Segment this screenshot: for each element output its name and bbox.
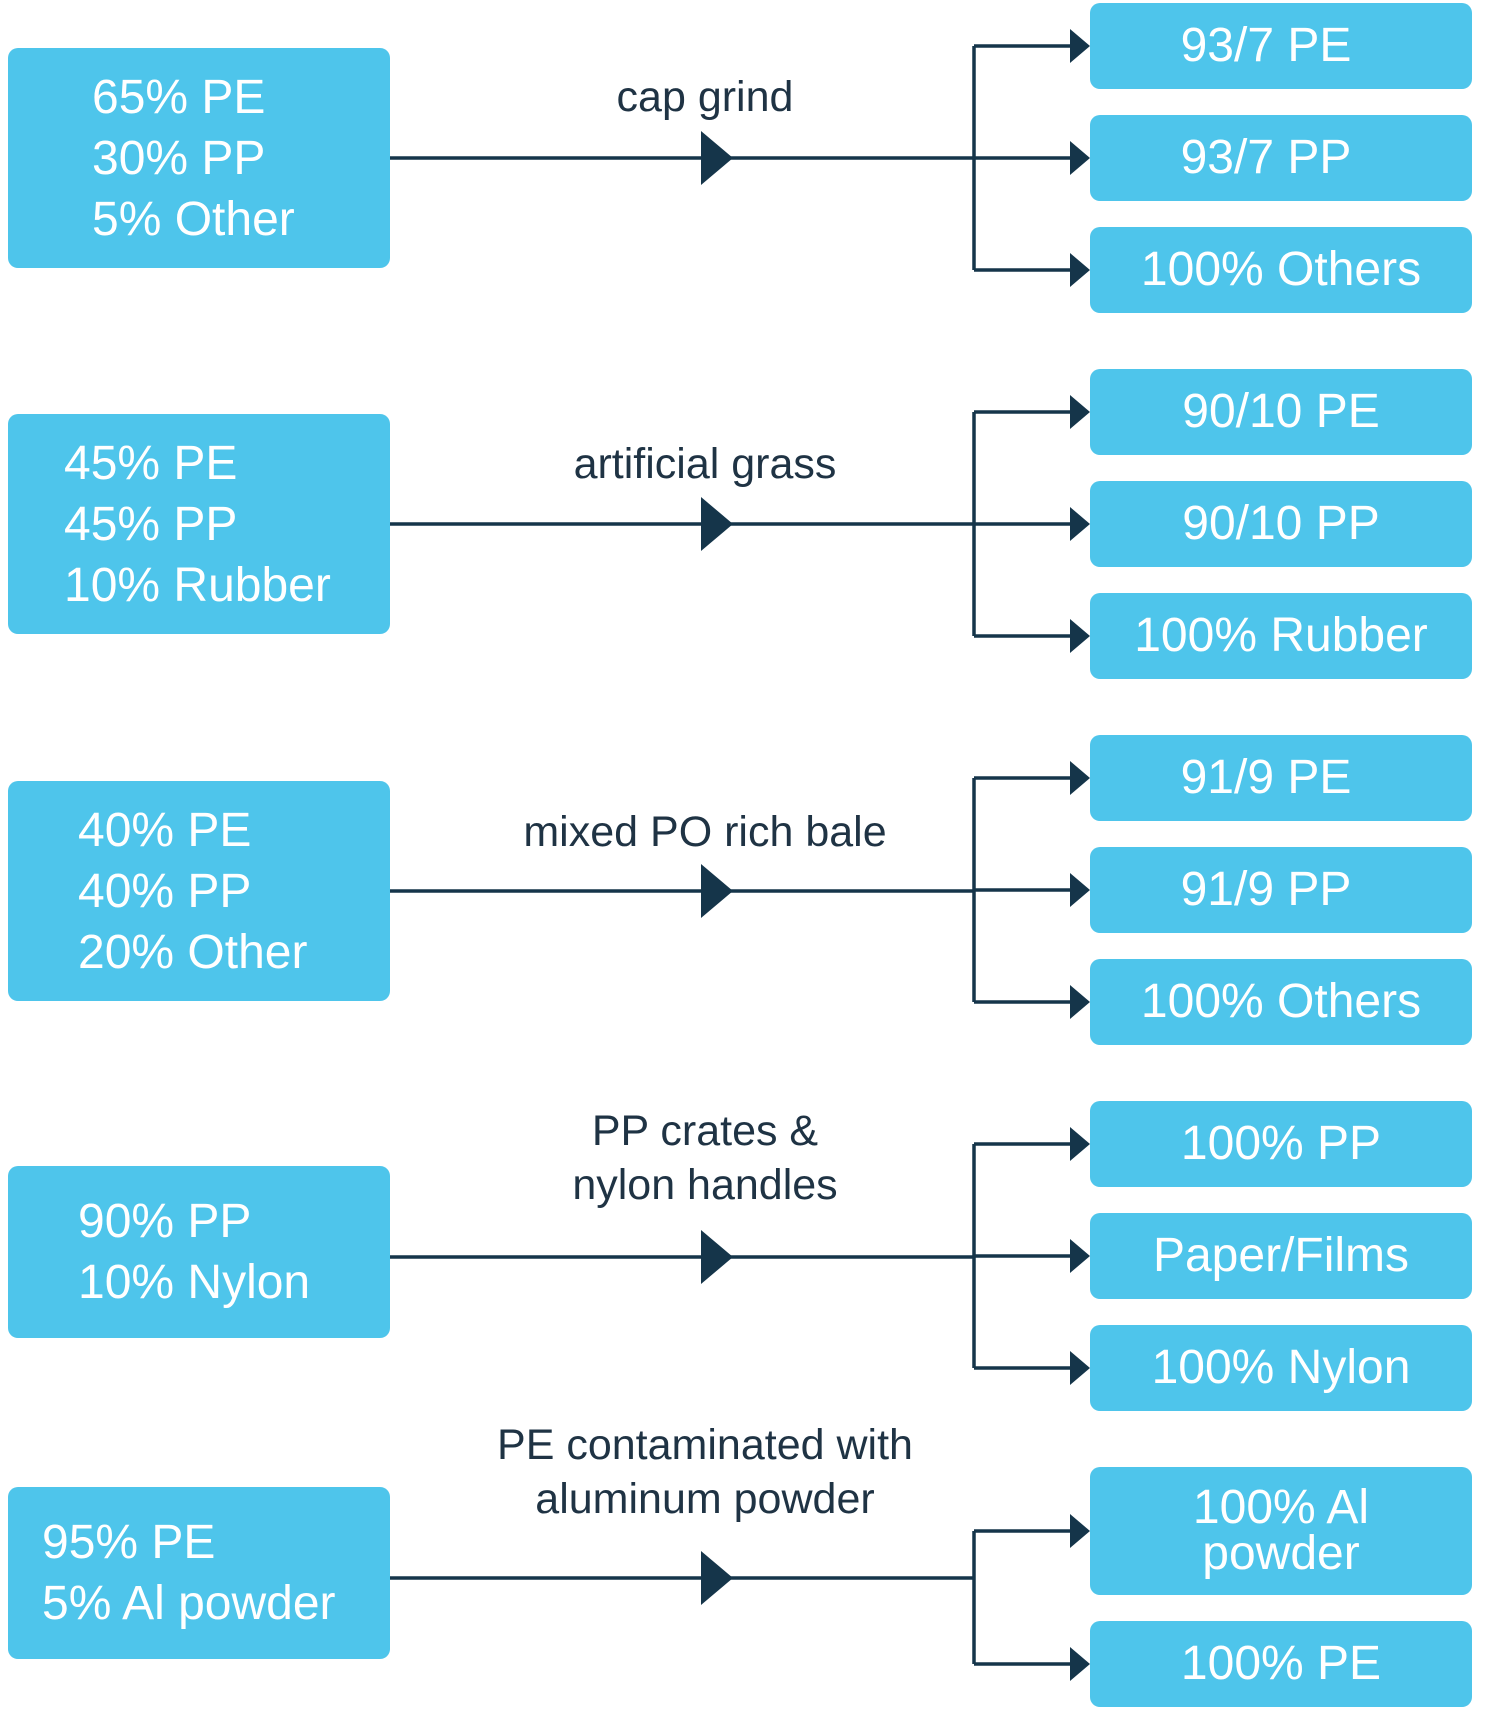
output-label: 93/7 PE	[1180, 19, 1352, 72]
output-label: 90/10 PE	[1182, 385, 1380, 438]
input-line: 10% Rubber	[64, 558, 331, 612]
output-label: 100% Others	[1140, 243, 1422, 296]
output-label: 91/9 PP	[1180, 863, 1352, 916]
input-line: 5% Al powder	[42, 1577, 336, 1630]
input-box: 95% PE 5% Al powder	[8, 1487, 390, 1659]
output-label: 100% Rubber	[1134, 609, 1428, 662]
branch-arrow-head	[1070, 1351, 1090, 1385]
output-label: 100% Nylon	[1151, 1341, 1411, 1394]
input-line: 45% PP	[64, 497, 238, 551]
output-box: 100% Nylon	[1090, 1325, 1472, 1411]
output-box: 93/7 PE	[1090, 3, 1472, 89]
branch-arrow-head	[1070, 253, 1090, 287]
output-box: 90/10 PP	[1090, 481, 1472, 567]
input-box: 65% PE 30% PP 5% Other	[8, 48, 390, 268]
input-line: 5% Other	[92, 192, 295, 246]
output-box: 100% Others	[1090, 227, 1472, 313]
branch-arrow-head	[1070, 395, 1090, 429]
flow-arrow-marker	[701, 131, 733, 185]
output-box: 100% Others	[1090, 959, 1472, 1045]
output-label: Paper/Films	[1152, 1229, 1410, 1282]
flow-arrow-marker	[701, 1230, 733, 1284]
process-label: PE contaminated with aluminum powder	[497, 1421, 913, 1523]
flow-arrow-marker	[701, 1551, 733, 1605]
branch-arrow-head	[1070, 29, 1090, 63]
input-line: 65% PE	[92, 70, 266, 124]
branch-arrow-head	[1070, 1239, 1090, 1273]
output-box: Paper/Films	[1090, 1213, 1472, 1299]
process-label: PP crates & nylon handles	[572, 1107, 838, 1209]
process-label: artificial grass	[573, 440, 837, 488]
input-box: 90% PP 10% Nylon	[8, 1166, 390, 1338]
output-label: 93/7 PP	[1180, 131, 1352, 184]
output-box: 93/7 PP	[1090, 115, 1472, 201]
output-label: 91/9 PE	[1180, 751, 1352, 804]
branch-arrow-head	[1070, 873, 1090, 907]
input-line: 45% PE	[64, 436, 238, 490]
input-line: 95% PE	[42, 1516, 216, 1569]
input-line: 40% PP	[78, 864, 252, 918]
output-label: 100% Al powder	[1192, 1481, 1370, 1580]
output-box: 91/9 PE	[1090, 735, 1472, 821]
input-box: 40% PE 40% PP 20% Other	[8, 781, 390, 1001]
branch-arrow-head	[1070, 985, 1090, 1019]
output-box: 100% PE	[1090, 1621, 1472, 1707]
branch-arrow-head	[1070, 141, 1090, 175]
input-line: 10% Nylon	[78, 1256, 311, 1309]
input-line: 30% PP	[92, 131, 266, 185]
input-line: 90% PP	[78, 1195, 252, 1248]
input-box: 45% PE 45% PP 10% Rubber	[8, 414, 390, 634]
output-box: 90/10 PE	[1090, 369, 1472, 455]
flow-arrow-marker	[701, 864, 733, 918]
output-box: 100% PP	[1090, 1101, 1472, 1187]
flow-arrow-marker	[701, 497, 733, 551]
process-label: mixed PO rich bale	[523, 808, 887, 856]
branch-arrow-head	[1070, 507, 1090, 541]
input-line: 20% Other	[78, 925, 308, 979]
output-box: 91/9 PP	[1090, 847, 1472, 933]
branch-arrow-head	[1070, 1127, 1090, 1161]
branch-arrow-head	[1070, 1514, 1090, 1548]
output-label: 100% Others	[1140, 975, 1422, 1028]
output-label: 90/10 PP	[1182, 497, 1380, 550]
input-line: 40% PE	[78, 803, 252, 857]
branch-arrow-head	[1070, 761, 1090, 795]
output-label: 100% PE	[1180, 1637, 1382, 1690]
branch-arrow-head	[1070, 1647, 1090, 1681]
output-box: 100% Rubber	[1090, 593, 1472, 679]
output-box: 100% Al powder	[1090, 1467, 1472, 1595]
process-label: cap grind	[616, 73, 794, 121]
output-label: 100% PP	[1180, 1117, 1382, 1170]
branch-arrow-head	[1070, 619, 1090, 653]
